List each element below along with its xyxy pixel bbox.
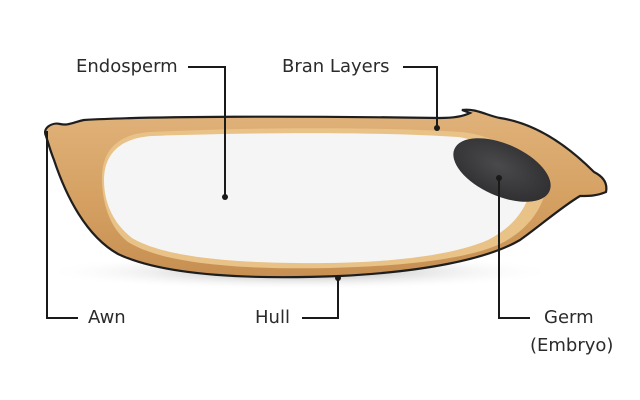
awn-leader: [46, 131, 78, 319]
hull-leader: [302, 278, 339, 319]
endosperm-leader-dot: [222, 194, 228, 200]
endosperm-shape: [104, 133, 530, 264]
leader-lines: [46, 66, 530, 319]
label-hull: Hull: [255, 307, 290, 328]
bran-leader-dot: [434, 125, 440, 131]
label-embryo: (Embryo): [530, 335, 614, 356]
germ-shape: [453, 138, 551, 202]
hull-leader-dot: [335, 275, 341, 281]
label-endosperm: Endosperm: [76, 56, 178, 77]
bran-leader: [403, 66, 438, 128]
germ-leader: [498, 178, 530, 319]
label-germ: Germ: [544, 307, 594, 328]
label-bran-layers: Bran Layers: [282, 56, 390, 77]
label-awn: Awn: [88, 307, 126, 328]
germ-leader-dot: [496, 175, 502, 181]
endosperm-leader: [188, 66, 226, 197]
